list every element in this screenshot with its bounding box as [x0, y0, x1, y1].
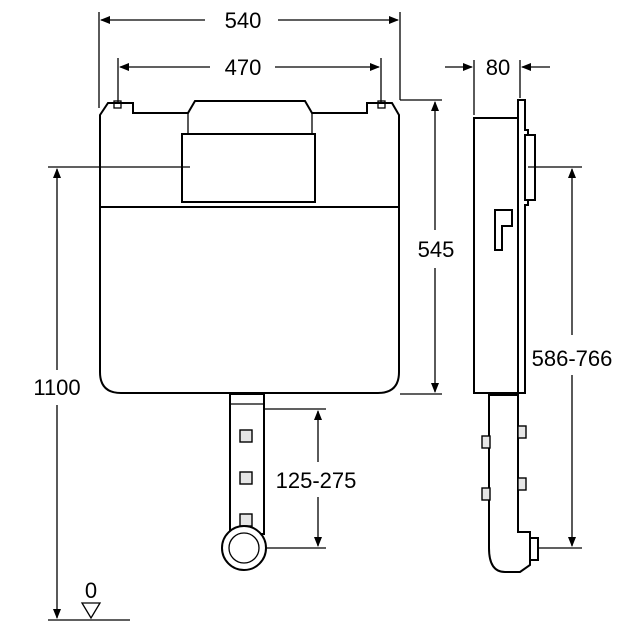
- dim-floor-level: 0: [85, 578, 97, 603]
- side-back-plate: [517, 99, 529, 394]
- side-frame-lower: [488, 394, 531, 573]
- cistern-body: [99, 100, 400, 394]
- dim-width-inner: 470: [225, 55, 262, 80]
- inspection-opening: [181, 133, 316, 203]
- side-lever: [494, 209, 513, 251]
- opening-frame: [187, 113, 313, 134]
- dim-width-total: 540: [225, 8, 262, 33]
- dim-range-side: 586-766: [532, 346, 613, 371]
- dim-height-tank: 545: [418, 237, 455, 262]
- side-view: [473, 99, 539, 573]
- dimension-lines: 540 470 80 545 1100 0 586-766: [33, 8, 613, 621]
- side-body: [473, 117, 519, 394]
- dim-range-front: 125-275: [276, 468, 357, 493]
- flush-pipe: [221, 393, 267, 571]
- dim-depth: 80: [486, 55, 510, 80]
- floor-triangle-icon: [80, 602, 102, 620]
- dim-height-total: 1100: [33, 375, 80, 400]
- front-view: [99, 100, 400, 571]
